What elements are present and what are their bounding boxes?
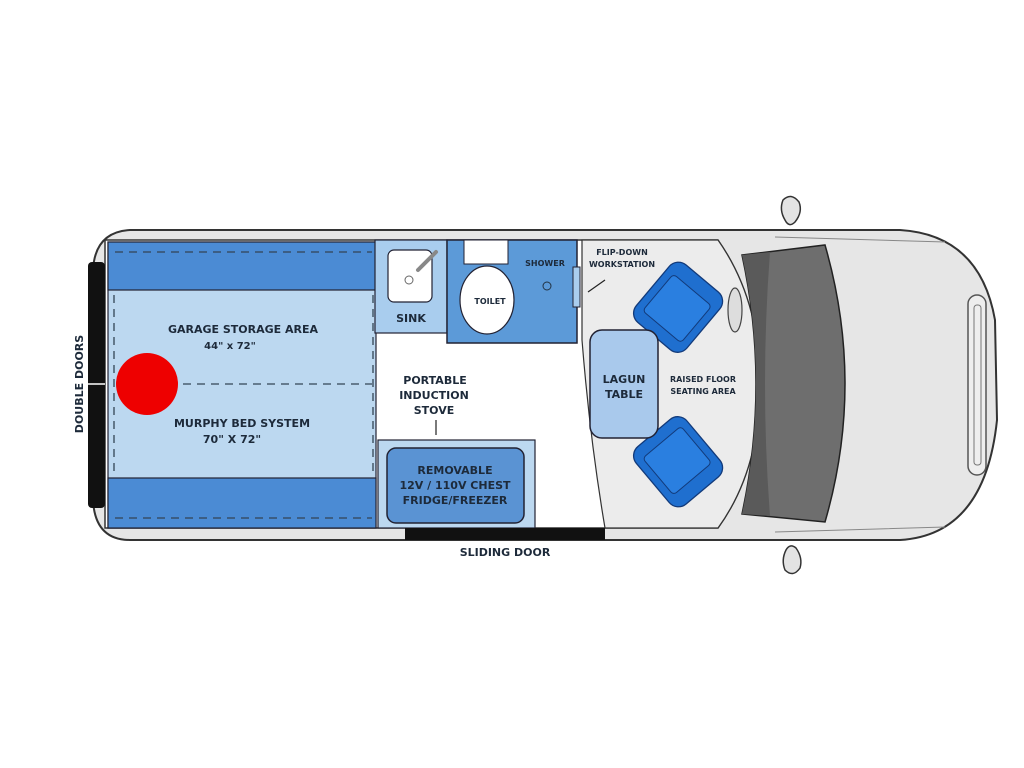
toilet-icon	[459, 265, 515, 335]
garage-storage-title: GARAGE STORAGE AREA	[168, 323, 319, 336]
workstation-panel	[572, 266, 581, 308]
stove-label-2: INDUCTION	[399, 389, 469, 402]
seating-label-1: RAISED FLOOR	[670, 375, 736, 384]
lagun-table	[589, 329, 659, 439]
sink-label: SINK	[396, 312, 426, 325]
garage-storage-dims: 44" x 72"	[204, 341, 256, 352]
red-marker	[116, 353, 178, 415]
stove-label-1: PORTABLE	[403, 374, 466, 387]
faucet-icon	[416, 250, 438, 272]
mirror-bottom	[782, 545, 802, 575]
double-doors-label: DOUBLE DOORS	[73, 335, 86, 433]
workstation-pointer	[587, 279, 606, 293]
sliding-door	[405, 528, 605, 540]
shower-drain-icon	[542, 281, 552, 291]
toilet-label: TOILET	[474, 297, 506, 306]
steering-wheel	[727, 287, 743, 333]
seat-bottom	[632, 416, 724, 508]
double-doors	[88, 262, 105, 508]
seating-label-2: SEATING AREA	[670, 387, 736, 396]
bed-dashed-lines	[113, 251, 374, 519]
bed-platform-top	[107, 241, 377, 291]
sink-drain-icon	[404, 275, 414, 285]
workstation-label-1: FLIP-DOWN	[596, 248, 648, 257]
stove-label-3: STOVE	[414, 404, 455, 417]
toilet-tank	[463, 239, 509, 265]
seat-top	[632, 261, 724, 353]
grille-inner	[973, 304, 982, 466]
murphy-bed-title: MURPHY BED SYSTEM	[174, 417, 310, 430]
table-label-2: TABLE	[605, 388, 643, 401]
windshield	[741, 244, 846, 523]
workstation-label-2: WORKSTATION	[589, 260, 655, 269]
murphy-bed-dims: 70" X 72"	[203, 433, 261, 446]
cab-lines	[774, 236, 946, 533]
fridge-label-2: 12V / 110V CHEST	[399, 479, 511, 492]
sliding-door-label: SLIDING DOOR	[460, 546, 551, 559]
fridge-label-1: REMOVABLE	[417, 464, 492, 477]
mirror-top	[780, 195, 802, 226]
shower-label: SHOWER	[525, 259, 565, 268]
chest-fridge	[386, 447, 525, 524]
windshield-shade	[742, 252, 770, 516]
bed-platform-bottom	[107, 477, 377, 529]
front-grille	[967, 294, 987, 476]
fridge-label-3: FRIDGE/FREEZER	[403, 494, 508, 507]
table-label-1: LAGUN	[603, 373, 646, 386]
